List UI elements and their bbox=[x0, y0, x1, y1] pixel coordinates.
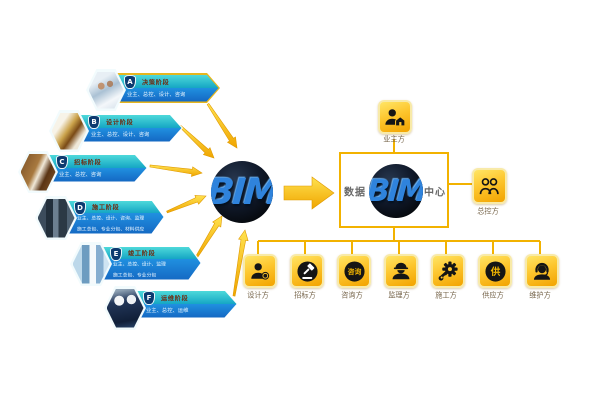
consult-circle-icon: 咨询 bbox=[343, 260, 366, 283]
hub-frame bbox=[339, 152, 449, 228]
stage-letter-shield: A bbox=[124, 75, 136, 89]
stage-parties-line: 施工总包、专业分包、材料供应 bbox=[76, 226, 144, 233]
group-icon bbox=[479, 177, 499, 194]
bim-sphere-hub: BIM bbox=[369, 164, 423, 218]
banner-title-row: 施工阶段 bbox=[66, 201, 164, 214]
party-tile-2[interactable] bbox=[290, 254, 324, 288]
big-right-arrow bbox=[283, 176, 335, 210]
party-label-7: 维护方 bbox=[529, 291, 551, 300]
stage-letter-shield: B bbox=[88, 115, 100, 129]
connector-lines bbox=[257, 139, 541, 254]
stage-letter-shield: E bbox=[110, 247, 122, 261]
stage-parties-line: 业主、总控、设计、咨询 bbox=[90, 131, 149, 138]
party-label-1: 设计方 bbox=[247, 291, 269, 300]
stage-title: 设计阶段 bbox=[105, 119, 133, 126]
owner-icon bbox=[385, 109, 405, 126]
svg-text:供: 供 bbox=[489, 265, 500, 277]
stage-title: 竣工阶段 bbox=[127, 250, 155, 258]
stage-parties-line: 施工总包、专业分包 bbox=[112, 272, 156, 279]
stage-title: 运维阶段 bbox=[160, 295, 188, 302]
banner-title-row: 决策阶段 bbox=[116, 75, 219, 89]
stage-title: 决策阶段 bbox=[141, 79, 169, 86]
stage-letter-shield: C bbox=[56, 155, 68, 169]
designer-icon bbox=[249, 260, 271, 282]
stage-letter-shield: D bbox=[74, 201, 86, 215]
party-tile-4[interactable] bbox=[384, 254, 418, 288]
party-tile-5[interactable] bbox=[431, 254, 465, 288]
party-tile-1[interactable] bbox=[243, 254, 277, 288]
banner-sub-row: 业主、总控、设计、咨询 bbox=[80, 128, 182, 142]
supply-circle-icon: 供 bbox=[484, 260, 507, 283]
stage-title: 施工阶段 bbox=[91, 204, 119, 212]
banner-sub-row: 业主、总控、设计、咨询、监理施工总包、专业分包、材料供应 bbox=[66, 213, 164, 235]
flow-arrows bbox=[149, 102, 335, 297]
party-label-4: 监理方 bbox=[388, 291, 410, 300]
gavel-icon bbox=[296, 260, 319, 283]
hub-data-label: 数据 bbox=[344, 187, 366, 199]
supervisor-icon bbox=[390, 260, 412, 282]
party-label-2: 招标方 bbox=[294, 291, 316, 300]
party-label-5: 施工方 bbox=[435, 291, 457, 300]
owner-label: 业主方 bbox=[383, 135, 405, 144]
stage-parties-line: 业主、总控、设计、咨询 bbox=[126, 91, 185, 98]
banner-sub-row: 业主、总控、设计、咨询 bbox=[116, 88, 219, 102]
stage-parties-line: 业主、总控、运维 bbox=[145, 307, 188, 314]
banner-sub-row: 业主、总控、设计、监理施工总包、专业分包 bbox=[102, 259, 201, 281]
stage-parties-line: 业主、总控、设计、监理 bbox=[112, 261, 166, 268]
svg-text:咨询: 咨询 bbox=[347, 267, 361, 276]
stage-parties-line: 业主、总控、设计、咨询、监理 bbox=[76, 215, 144, 222]
controller-label: 总控方 bbox=[477, 207, 499, 216]
stage-title: 招标阶段 bbox=[73, 159, 101, 166]
party-tile-3[interactable]: 咨询 bbox=[337, 254, 371, 288]
stage-parties-line: 业主、总控、咨询 bbox=[58, 171, 101, 178]
banner-shape: 施工阶段 业主、总控、设计、咨询、监理施工总包、专业分包、材料供应 bbox=[64, 199, 165, 235]
headset-icon bbox=[531, 260, 553, 282]
banner-title-row: 招标阶段 bbox=[48, 155, 147, 169]
banner-title-row: 运维阶段 bbox=[135, 291, 237, 305]
gear-wrench-icon bbox=[437, 260, 460, 283]
banner-title-row: 竣工阶段 bbox=[102, 247, 201, 260]
bim-sphere-left: BIM bbox=[211, 161, 273, 223]
party-tile-6[interactable]: 供 bbox=[478, 254, 512, 288]
hub-center-label: 中心 bbox=[424, 187, 446, 199]
party-tile-7[interactable] bbox=[525, 254, 559, 288]
stage-letter-shield: F bbox=[143, 291, 155, 305]
banner-sub-row: 业主、总控、咨询 bbox=[48, 168, 147, 182]
party-label-3: 咨询方 bbox=[341, 291, 363, 300]
banner-title-row: 设计阶段 bbox=[80, 115, 182, 129]
bim-text-hub: BIM bbox=[369, 173, 423, 209]
controller-tile[interactable] bbox=[472, 168, 507, 204]
bim-text: BIM bbox=[211, 171, 273, 213]
owner-tile[interactable] bbox=[378, 100, 412, 134]
party-label-6: 供应方 bbox=[482, 291, 504, 300]
banner-sub-row: 业主、总控、运维 bbox=[135, 304, 237, 318]
